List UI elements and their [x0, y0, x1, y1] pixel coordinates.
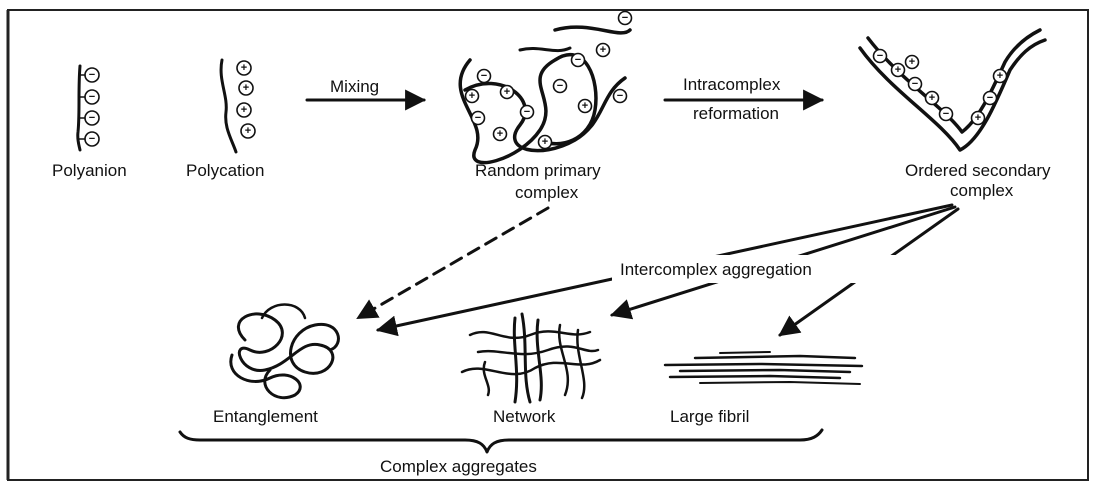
svg-text:+: + — [241, 62, 247, 74]
random-primary-complex: − + − + − + − + − + − − + — [460, 12, 631, 163]
intracomplex-label-1: Intracomplex — [683, 75, 781, 94]
svg-text:−: − — [89, 133, 95, 145]
positive-charge-icon: + — [237, 103, 251, 117]
svg-text:+: + — [600, 44, 606, 56]
svg-text:−: − — [89, 112, 95, 124]
complex-aggregates-brace — [180, 430, 822, 452]
positive-charge-icon: + — [239, 81, 253, 95]
network-label: Network — [493, 407, 556, 426]
svg-text:+: + — [909, 56, 915, 68]
svg-text:+: + — [582, 100, 588, 112]
svg-text:−: − — [912, 78, 918, 90]
polycation-chain: + + + + — [221, 60, 255, 152]
svg-text:−: − — [575, 54, 581, 66]
complex-aggregates-label: Complex aggregates — [380, 457, 537, 476]
entanglement-figure — [231, 305, 339, 398]
large-fibril-label: Large fibril — [670, 407, 749, 426]
svg-text:+: + — [243, 82, 249, 94]
svg-text:−: − — [617, 90, 623, 102]
ordered-secondary-complex: − + − + − + − + + — [860, 30, 1045, 150]
polyanion-label: Polyanion — [52, 161, 127, 180]
intercomplex-label: Intercomplex aggregation — [620, 260, 812, 279]
svg-text:+: + — [542, 136, 548, 148]
large-fibril-figure — [665, 352, 862, 384]
random-to-entanglement-arrow — [358, 208, 548, 318]
ordered-secondary-label-1: Ordered secondary — [905, 161, 1051, 180]
svg-text:+: + — [245, 125, 251, 137]
svg-text:−: − — [475, 112, 481, 124]
mixing-label: Mixing — [330, 77, 379, 96]
svg-text:−: − — [877, 50, 883, 62]
svg-text:+: + — [469, 90, 475, 102]
ordered-secondary-label-2: complex — [950, 181, 1014, 200]
svg-text:+: + — [504, 86, 510, 98]
negative-charge-icon: − — [85, 132, 99, 146]
svg-text:−: − — [524, 106, 530, 118]
negative-charge-icon: − — [85, 90, 99, 104]
network-figure — [462, 314, 600, 402]
svg-text:−: − — [89, 69, 95, 81]
random-primary-label-1: Random primary — [475, 161, 601, 180]
svg-text:+: + — [895, 64, 901, 76]
positive-charge-icon: + — [237, 61, 251, 75]
svg-text:+: + — [241, 104, 247, 116]
polyanion-chain: − − − − — [78, 66, 99, 150]
svg-text:−: − — [89, 91, 95, 103]
intracomplex-label-2: reformation — [693, 104, 779, 123]
random-primary-label-2: complex — [515, 183, 579, 202]
negative-charge-icon: − — [85, 111, 99, 125]
negative-charge-icon: − — [85, 68, 99, 82]
polycation-label: Polycation — [186, 161, 264, 180]
svg-text:+: + — [497, 128, 503, 140]
entanglement-label: Entanglement — [213, 407, 318, 426]
svg-text:−: − — [987, 92, 993, 104]
svg-text:+: + — [975, 112, 981, 124]
svg-text:+: + — [997, 70, 1003, 82]
positive-charge-icon: + — [241, 124, 255, 138]
svg-text:−: − — [481, 70, 487, 82]
svg-text:−: − — [943, 108, 949, 120]
svg-text:+: + — [929, 92, 935, 104]
svg-text:−: − — [557, 80, 563, 92]
svg-text:−: − — [622, 12, 628, 24]
